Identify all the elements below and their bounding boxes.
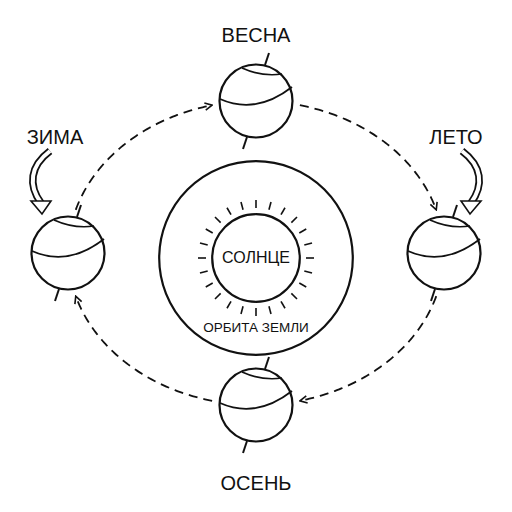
sun-ray bbox=[299, 283, 306, 287]
sun-rays bbox=[198, 200, 314, 316]
globe-outline bbox=[218, 367, 294, 443]
earth-globe: ЛЕТО bbox=[406, 215, 482, 291]
earth-globe: ВЕСНА bbox=[218, 63, 294, 139]
orbit-circle: ОРБИТА ЗЕМЛИ СОЛНЦЕ bbox=[158, 160, 354, 356]
sun-ray bbox=[241, 306, 243, 314]
globe-outline bbox=[30, 215, 106, 291]
sun-ray bbox=[200, 243, 208, 245]
sun-ray bbox=[241, 202, 243, 210]
orbit-arrow bbox=[300, 296, 436, 401]
sun-ray bbox=[269, 306, 271, 314]
orbit-arrow bbox=[300, 105, 436, 210]
season-pointer-arrow bbox=[461, 151, 481, 214]
orbit-arrow bbox=[76, 296, 212, 401]
season-label: ЗИМА bbox=[27, 126, 83, 148]
sun-ray bbox=[304, 271, 312, 273]
sun-ray bbox=[215, 293, 221, 299]
sun-ray bbox=[198, 257, 206, 259]
orbit-arrow bbox=[76, 105, 212, 210]
sun-ray bbox=[269, 202, 271, 210]
earth-globe: ЗИМА bbox=[30, 215, 106, 291]
sun-ray bbox=[281, 208, 285, 215]
sun-ray bbox=[215, 217, 221, 223]
sun-ray bbox=[206, 283, 213, 287]
sun-circle: СОЛНЦЕ bbox=[211, 213, 301, 303]
sun-ray bbox=[255, 308, 257, 316]
season-label: ЛЕТО bbox=[429, 126, 482, 148]
sun-ray bbox=[255, 200, 257, 208]
sun-ray bbox=[200, 271, 208, 273]
sun-ray bbox=[227, 208, 231, 215]
sun-ray bbox=[291, 293, 297, 299]
sun-ray bbox=[281, 301, 285, 308]
globe-outline bbox=[218, 63, 294, 139]
sun-label: СОЛНЦЕ bbox=[222, 249, 290, 267]
orbit-label: ОРБИТА ЗЕМЛИ bbox=[203, 321, 309, 336]
sun-ray bbox=[206, 229, 213, 233]
globe-outline bbox=[406, 215, 482, 291]
sun-ray bbox=[306, 257, 314, 259]
season-pointer-arrow bbox=[31, 151, 51, 214]
season-label: ВЕСНА bbox=[222, 24, 291, 46]
earth-globe: ОСЕНЬ bbox=[218, 367, 294, 443]
sun-ray bbox=[299, 229, 306, 233]
sun-ray bbox=[291, 217, 297, 223]
sun-ray bbox=[304, 243, 312, 245]
season-label: ОСЕНЬ bbox=[221, 472, 292, 494]
sun-ray bbox=[227, 301, 231, 308]
